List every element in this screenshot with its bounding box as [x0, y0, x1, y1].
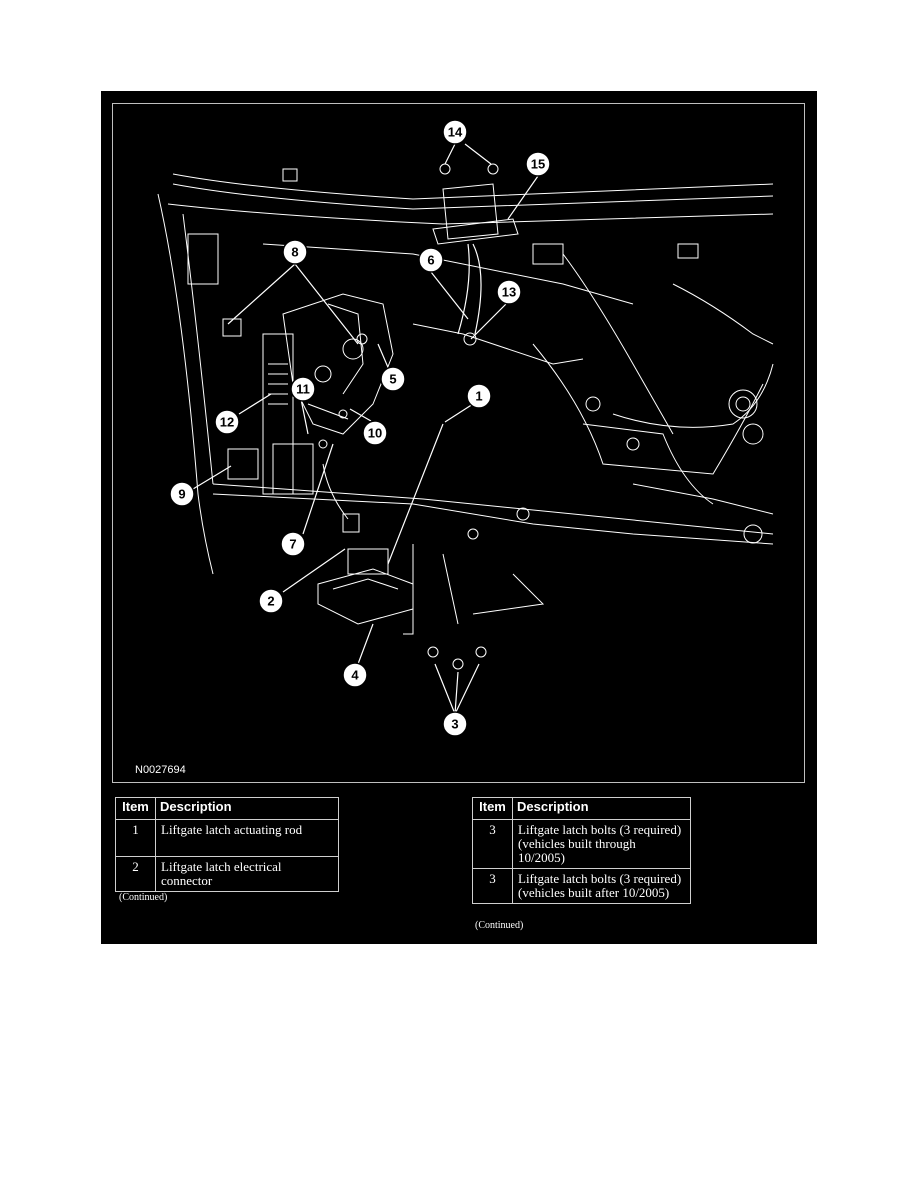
svg-text:15: 15 [531, 157, 545, 172]
handle-bracket-drawing [432, 183, 519, 346]
item-number: 1 [115, 819, 156, 857]
actuating-rod-drawing [317, 423, 459, 635]
callout-6: 6 [418, 247, 444, 273]
callout-14: 14 [442, 119, 468, 145]
column-header-item: Item [472, 797, 513, 820]
callout-3: 3 [442, 711, 468, 737]
svg-text:6: 6 [427, 253, 434, 268]
svg-text:13: 13 [502, 285, 516, 300]
item-description: Liftgate latch electrical connector [155, 856, 339, 892]
svg-text:1: 1 [475, 389, 482, 404]
svg-text:14: 14 [448, 125, 463, 140]
figure-id: N0027694 [135, 764, 186, 776]
items-table-right: Item Description 3 Liftgate latch bolts … [472, 797, 691, 904]
item-description: Liftgate latch actuating rod [155, 819, 339, 857]
svg-text:5: 5 [389, 372, 396, 387]
svg-text:3: 3 [451, 717, 458, 732]
item-number: 3 [472, 868, 513, 904]
item-description: Liftgate latch bolts (3 required)(vehicl… [512, 819, 691, 869]
continued-note-left: (Continued) [119, 892, 168, 903]
liftgate-latch-diagram: 14 15 8 6 13 5 1 11 12 10 9 7 2 4 3 N002… [112, 103, 805, 783]
items-table-left: Item Description 1 Liftgate latch actuat… [115, 797, 339, 892]
callout-2: 2 [258, 588, 284, 614]
svg-text:11: 11 [296, 382, 310, 397]
table-row: 2 Liftgate latch electrical connector [115, 856, 339, 892]
svg-text:12: 12 [220, 415, 234, 430]
svg-text:8: 8 [291, 245, 298, 260]
svg-text:2: 2 [267, 594, 274, 609]
table-header-row: Item Description [472, 797, 691, 820]
item-number: 2 [115, 856, 156, 892]
callout-8: 8 [282, 239, 308, 265]
exploded-view-illustration: 14 15 8 6 13 5 1 11 12 10 9 7 2 4 3 [157, 119, 774, 737]
svg-text:10: 10 [368, 426, 382, 441]
callout-7: 7 [280, 531, 306, 557]
table-header-row: Item Description [115, 797, 339, 820]
diagram-panel: 14 15 8 6 13 5 1 11 12 10 9 7 2 4 3 N002… [101, 91, 817, 944]
callout-12: 12 [214, 409, 240, 435]
table-row: 3 Liftgate latch bolts (3 required)(vehi… [472, 868, 691, 904]
callout-9: 9 [169, 481, 195, 507]
liftgate-panel-drawing [157, 168, 774, 615]
callout-4: 4 [342, 662, 368, 688]
svg-text:7: 7 [289, 537, 296, 552]
table-row: 1 Liftgate latch actuating rod [115, 819, 339, 857]
callout-13: 13 [496, 279, 522, 305]
item-description: Liftgate latch bolts (3 required)(vehicl… [512, 868, 691, 904]
item-number: 3 [472, 819, 513, 869]
table-row: 3 Liftgate latch bolts (3 required)(vehi… [472, 819, 691, 869]
svg-text:4: 4 [351, 668, 359, 683]
svg-text:9: 9 [178, 487, 185, 502]
continued-note-right: (Continued) [475, 920, 524, 931]
callout-10: 10 [362, 420, 388, 446]
callout-5: 5 [380, 366, 406, 392]
column-header-description: Description [512, 797, 691, 820]
column-header-item: Item [115, 797, 156, 820]
column-header-description: Description [155, 797, 339, 820]
callout-11: 11 [290, 376, 316, 402]
callout-15: 15 [525, 151, 551, 177]
bolts-drawing [427, 163, 499, 670]
callout-1: 1 [466, 383, 492, 409]
